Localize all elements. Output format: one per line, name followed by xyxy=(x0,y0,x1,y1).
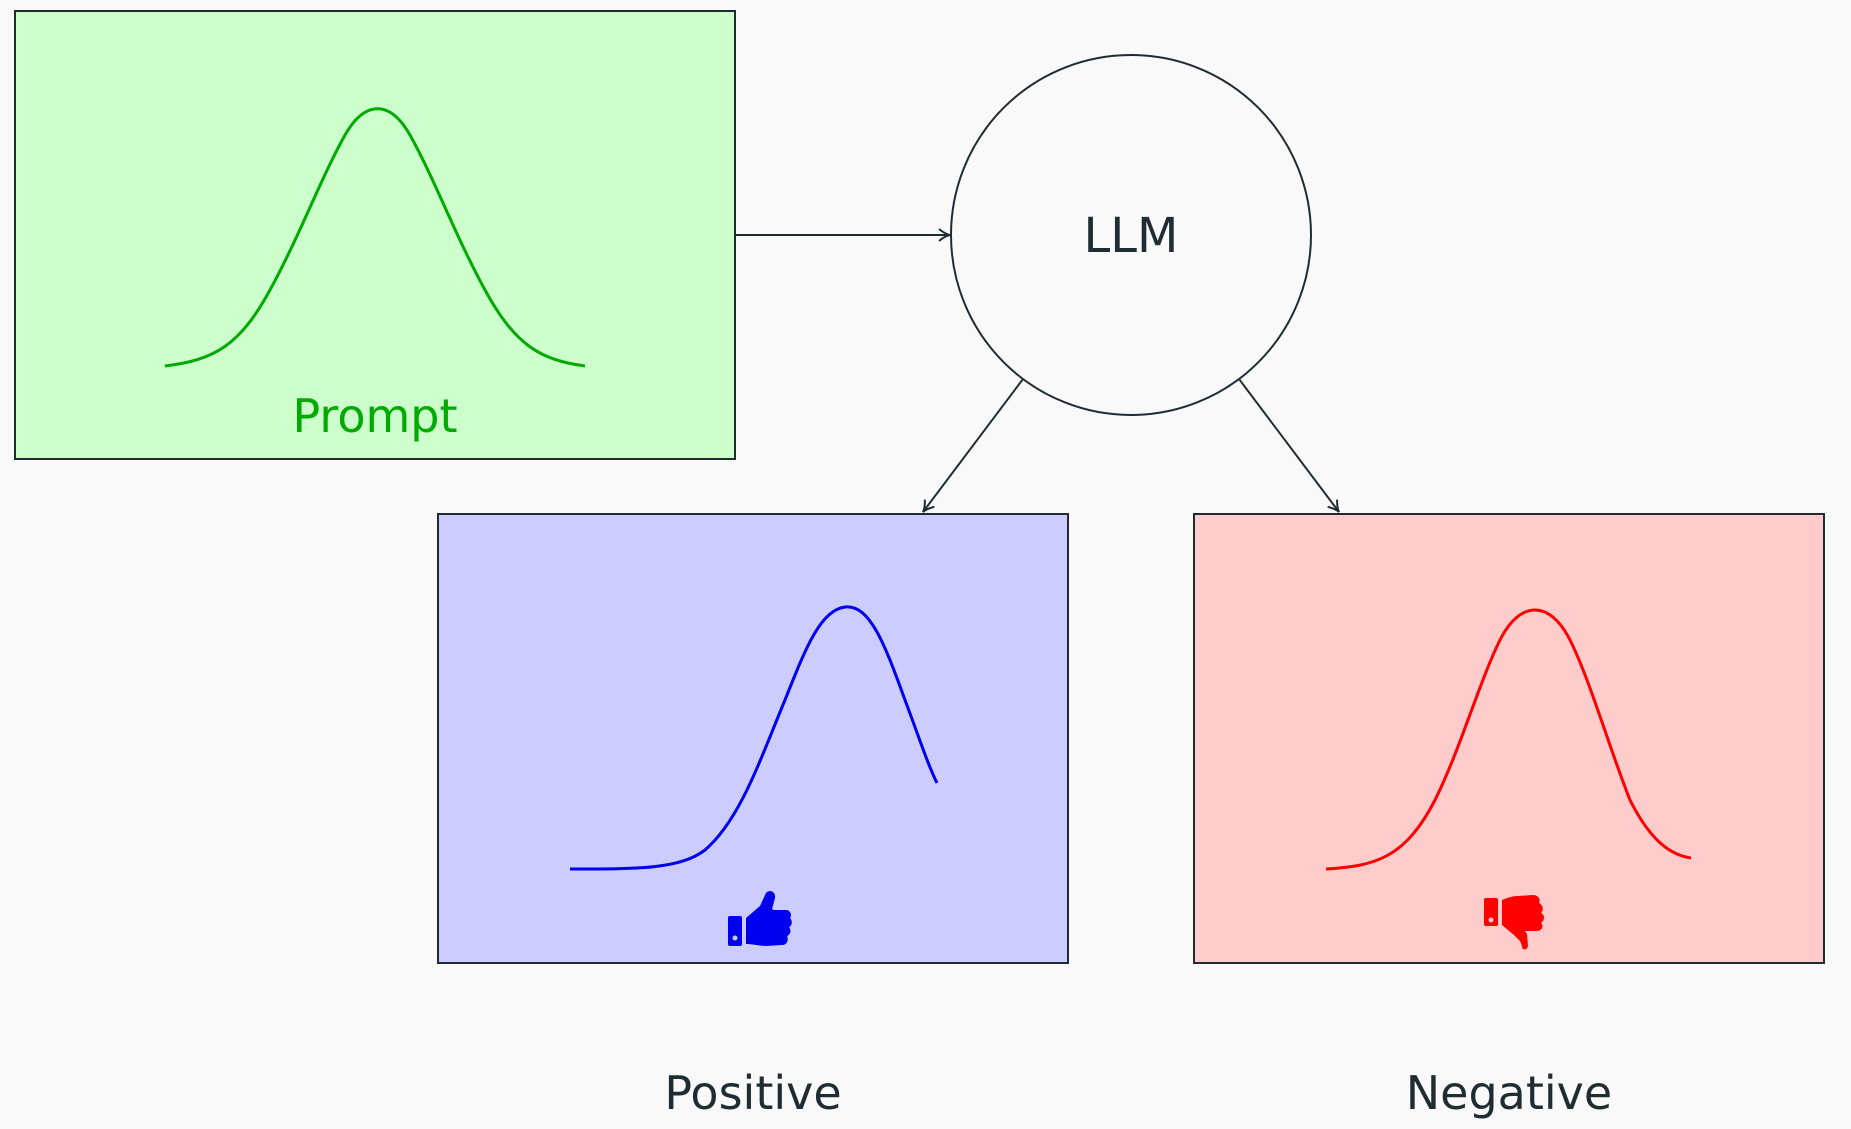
thumbs-up-icon xyxy=(728,890,792,946)
positive-box xyxy=(437,513,1069,964)
llm-node: LLM xyxy=(950,54,1312,416)
thumbs-down-icon xyxy=(1484,895,1544,950)
llm-circle xyxy=(950,54,1312,416)
positive-node xyxy=(437,513,1069,964)
negative-node xyxy=(1193,513,1825,964)
prompt-label: Prompt xyxy=(292,389,457,443)
edge-llm-to-negative xyxy=(1238,378,1340,513)
negative-distribution-curve xyxy=(1325,608,1692,871)
prompt-distribution-curve xyxy=(164,107,586,368)
llm-label: LLM xyxy=(1084,208,1179,264)
prompt-node: Prompt xyxy=(14,10,736,460)
negative-box xyxy=(1193,513,1825,964)
prompt-box xyxy=(14,10,736,460)
positive-distribution-curve xyxy=(569,605,939,871)
negative-label: Negative xyxy=(1406,1066,1612,1120)
positive-label: Positive xyxy=(664,1066,841,1120)
edge-llm-to-positive xyxy=(922,378,1024,513)
